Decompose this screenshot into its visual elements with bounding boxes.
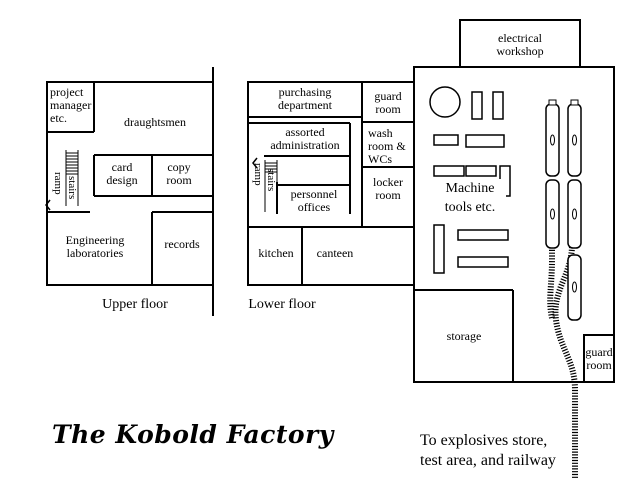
upper-floor-caption: Upper floor — [102, 297, 168, 312]
room-electrical-workshop: electrical workshop — [496, 31, 544, 58]
upper-floor-walls — [46, 67, 214, 316]
stairs-label-lower: stairs — [265, 168, 277, 192]
ramp-label-lower: ramp — [252, 163, 264, 186]
machine-tools — [429, 86, 511, 274]
factory-walls — [413, 19, 615, 383]
room-canteen: canteen — [316, 246, 354, 260]
room-project-manager: project manager etc. — [50, 85, 92, 125]
room-draughtsmen: draughtsmen — [124, 115, 186, 129]
room-storage: storage — [446, 329, 482, 343]
stairs-label-upper: stairs — [66, 176, 78, 200]
room-wash-room: wash room & WCs — [368, 126, 406, 166]
ramp-arrow-lower — [252, 157, 258, 169]
room-guard-room-gate: guard room — [585, 345, 613, 372]
room-personnel-offices: personnel offices — [290, 187, 338, 214]
room-engineering-laboratories: Engineering laboratories — [65, 233, 125, 260]
map-title: The Kobold Factory — [52, 420, 334, 449]
room-guard-room-office: guard room — [374, 89, 402, 116]
room-locker-room: locker room — [373, 175, 403, 202]
room-kitchen: kitchen — [258, 246, 294, 260]
railway-track — [552, 205, 578, 478]
room-assorted-administration: assorted administration — [270, 125, 340, 152]
room-purchasing-department: purchasing department — [278, 85, 332, 112]
ramp-arrow-upper — [45, 199, 51, 211]
room-card-design: card design — [106, 160, 138, 187]
lower-floor-caption: Lower floor — [248, 297, 316, 312]
railway-note: To explosives store, test area, and rail… — [420, 432, 556, 469]
machine-tools-label: Machine tools etc. — [434, 179, 506, 217]
room-records: records — [164, 237, 200, 251]
ramp-label-upper: ramp — [52, 172, 64, 195]
room-copy-room: copy room — [166, 160, 192, 187]
